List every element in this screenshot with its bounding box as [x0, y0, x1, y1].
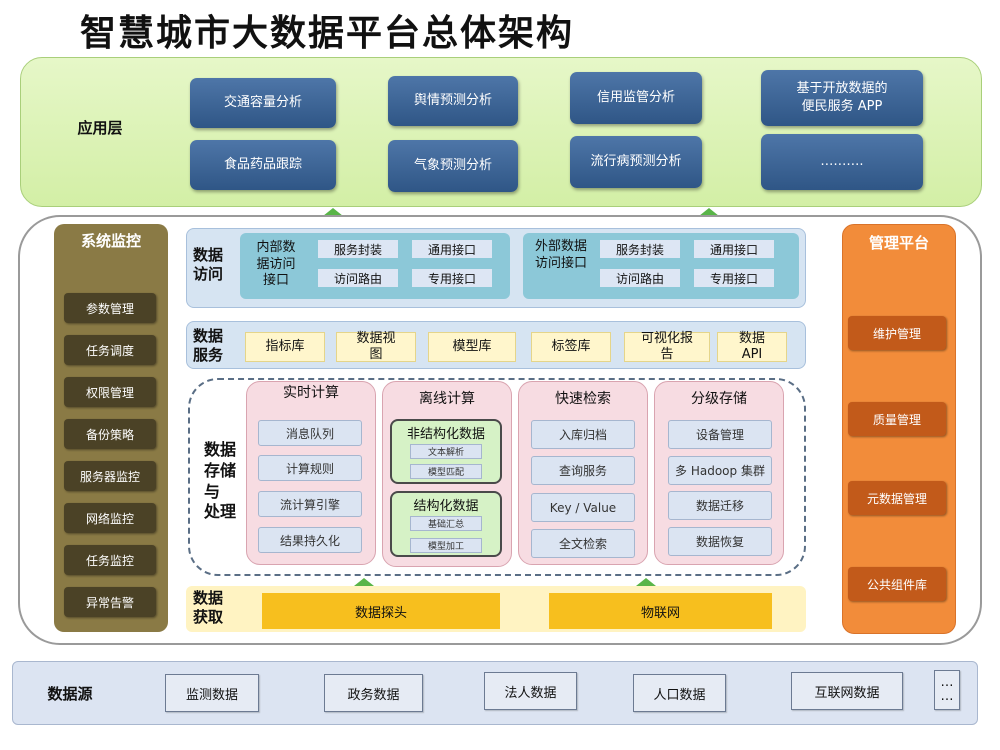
structured-data-title: 结构化数据: [413, 498, 479, 514]
app-food-drug-tracking[interactable]: 食品药品跟踪: [190, 140, 336, 190]
sys-item-task[interactable]: 任务监控: [64, 545, 156, 575]
internal-access-label: 内部数 据访问 接口: [256, 239, 296, 289]
realtime-compute-rules[interactable]: 计算规则: [258, 455, 362, 481]
realtime-message-queue[interactable]: 消息队列: [258, 420, 362, 446]
app-more[interactable]: ……….: [761, 134, 923, 190]
service-model-library[interactable]: 模型库: [428, 332, 516, 362]
system-monitoring-title: 系统监控: [80, 231, 141, 250]
data-access-label: 数据 访问: [193, 246, 224, 283]
realtime-result-persistence[interactable]: 结果持久化: [258, 527, 362, 553]
app-epidemic-forecast[interactable]: 流行病预测分析: [570, 136, 702, 188]
search-archive[interactable]: 入库归档: [531, 420, 635, 449]
search-full-text[interactable]: 全文检索: [531, 529, 635, 558]
sys-item-permission[interactable]: 权限管理: [64, 377, 156, 407]
mgmt-item-maintenance[interactable]: 维护管理: [848, 316, 946, 350]
app-traffic-capacity[interactable]: 交通容量分析: [190, 78, 336, 128]
storage-hadoop-clusters[interactable]: 多 Hadoop 集群: [668, 456, 772, 485]
search-key-value[interactable]: Key / Value: [531, 493, 635, 522]
external-common-interface[interactable]: 通用接口: [694, 240, 774, 258]
realtime-compute-title: 实时计算: [283, 385, 339, 401]
internal-access-routing[interactable]: 访问路由: [318, 269, 398, 287]
storage-data-recovery[interactable]: 数据恢复: [668, 527, 772, 556]
service-tag-library[interactable]: 标签库: [531, 332, 611, 362]
service-visual-report[interactable]: 可视化报 告: [624, 331, 710, 362]
sys-item-server[interactable]: 服务器监控: [64, 461, 156, 491]
storage-processing-label: 数据 存储 与 处理: [204, 440, 237, 522]
sys-item-parameter[interactable]: 参数管理: [64, 293, 156, 323]
mgmt-item-quality[interactable]: 质量管理: [848, 402, 946, 436]
internal-dedicated-interface[interactable]: 专用接口: [412, 269, 492, 287]
sys-item-backup[interactable]: 备份策略: [64, 419, 156, 449]
model-matching[interactable]: 模型匹配: [410, 464, 482, 479]
data-source-label: 数据源: [47, 684, 93, 703]
sys-item-alert[interactable]: 异常告警: [64, 587, 156, 617]
source-government-data[interactable]: 政务数据: [324, 674, 423, 712]
app-weather-forecast[interactable]: 气象预测分析: [388, 140, 518, 192]
realtime-stream-engine[interactable]: 流计算引擎: [258, 491, 362, 517]
data-acquisition-label: 数据 获取: [193, 589, 224, 626]
service-data-api[interactable]: 数据 API: [717, 331, 787, 362]
source-monitoring-data[interactable]: 监测数据: [165, 674, 259, 712]
application-layer-label: 应用层: [77, 118, 123, 137]
search-query-service[interactable]: 查询服务: [531, 456, 635, 485]
page-title: 智慧城市大数据平台总体架构: [80, 13, 575, 54]
unstructured-data-title: 非结构化数据: [406, 426, 485, 442]
sys-item-scheduling[interactable]: 任务调度: [64, 335, 156, 365]
data-service-label: 数据 服务: [193, 327, 224, 364]
service-data-view[interactable]: 数据视 图: [336, 331, 416, 362]
external-access-label: 外部数据 访问接口: [534, 239, 587, 271]
management-platform-title: 管理平台: [868, 233, 929, 252]
model-processing[interactable]: 模型加工: [410, 538, 482, 553]
fast-search-title: 快速检索: [555, 391, 611, 407]
tiered-storage-title: 分级存储: [691, 391, 747, 407]
sys-item-network[interactable]: 网络监控: [64, 503, 156, 533]
app-public-opinion[interactable]: 舆情预测分析: [388, 76, 518, 126]
service-indicator-library[interactable]: 指标库: [245, 332, 325, 362]
source-more[interactable]: … …: [934, 670, 960, 710]
text-parsing[interactable]: 文本解析: [410, 444, 482, 459]
storage-device-management[interactable]: 设备管理: [668, 420, 772, 449]
app-credit-supervision[interactable]: 信用监管分析: [570, 72, 702, 124]
acq-iot[interactable]: 物联网: [549, 593, 772, 629]
offline-compute-title: 离线计算: [419, 391, 475, 407]
mgmt-item-components[interactable]: 公共组件库: [848, 567, 946, 601]
mgmt-item-metadata[interactable]: 元数据管理: [848, 481, 946, 515]
storage-data-migration[interactable]: 数据迁移: [668, 491, 772, 520]
internal-service-wrap[interactable]: 服务封装: [318, 240, 398, 258]
source-legal-entity-data[interactable]: 法人数据: [484, 672, 577, 710]
basic-summary[interactable]: 基础汇总: [410, 516, 482, 531]
app-open-data-service[interactable]: 基于开放数据的 便民服务 APP: [761, 70, 923, 126]
external-access-routing[interactable]: 访问路由: [600, 269, 680, 287]
acq-data-probe[interactable]: 数据探头: [262, 593, 500, 629]
source-internet-data[interactable]: 互联网数据: [791, 672, 903, 710]
external-service-wrap[interactable]: 服务封装: [600, 240, 680, 258]
source-population-data[interactable]: 人口数据: [633, 674, 726, 712]
external-dedicated-interface[interactable]: 专用接口: [694, 269, 774, 287]
internal-common-interface[interactable]: 通用接口: [412, 240, 492, 258]
